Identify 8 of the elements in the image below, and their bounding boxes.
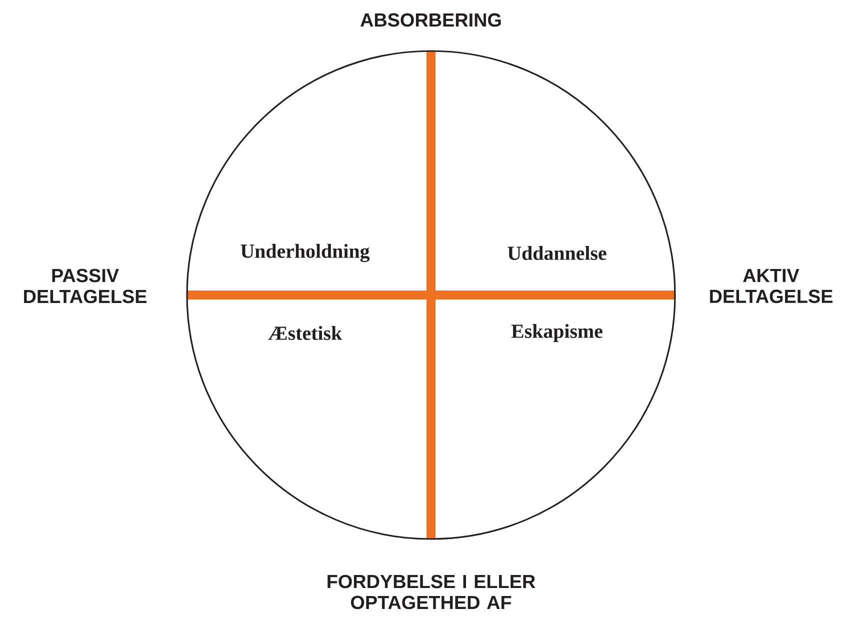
- axis-label: PASSIV DELTAGELSE: [24, 268, 146, 304]
- axis-label: FORDYBELSE I ELLER OPTAGETHED AF: [328, 574, 536, 610]
- axis-label: ABSORBERING: [360, 13, 501, 27]
- quadrant-label: Underholdning: [240, 244, 370, 262]
- quadrant-label: Eskapisme: [511, 324, 602, 342]
- axis-label: AKTIV DELTAGELSE: [710, 268, 832, 304]
- quadrant-label: Uddannelse: [508, 246, 606, 260]
- quadrant-label: Æstetisk: [268, 326, 342, 340]
